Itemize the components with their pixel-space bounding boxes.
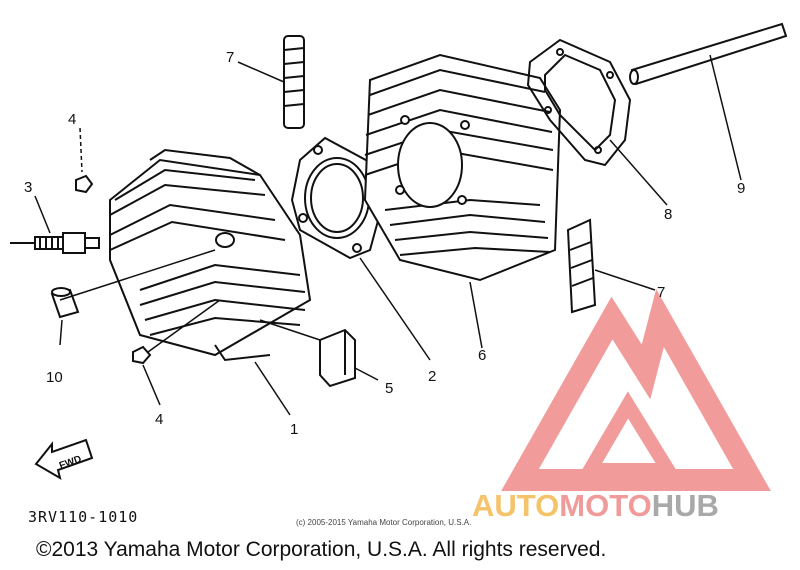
part-label-3: 3 [24,179,32,196]
part-label-1: 1 [290,421,298,438]
cylinder-head [109,148,312,362]
stud-bolt [629,22,788,86]
watermark-logo [501,288,771,491]
part-label-2: 2 [428,368,436,385]
watermark-moto: MOTO [559,488,652,523]
copyright-footer: ©2013 Yamaha Motor Corporation, U.S.A. A… [36,538,607,561]
part-label-8: 8 [664,206,672,223]
part-label-4-upper: 4 [68,111,76,128]
part-label-5: 5 [385,380,393,397]
watermark-auto: AUTO [472,488,560,523]
base-gasket [526,38,632,167]
part-label-4-lower: 4 [155,411,163,428]
part-label-6: 6 [478,347,486,364]
head-gasket [290,136,387,260]
cap-nut [50,287,80,319]
nut-upper [75,174,94,194]
part-label-10: 10 [46,369,63,386]
fwd-arrow-icon: FWD [34,438,94,481]
damper [319,328,356,388]
diagram-code: 3RV110-1010 [28,508,139,526]
watermark-text: AUTOMOTOHUB [472,488,719,524]
small-copyright: (c) 2005-2015 Yamaha Motor Corporation, … [296,518,472,527]
cylinder [363,53,562,282]
leader-lines [34,54,742,416]
spark-plug [10,232,100,254]
damper-strip-lower [566,218,597,314]
watermark-hub: HUB [651,488,719,523]
part-label-9: 9 [737,180,745,197]
nut-lower [132,345,152,365]
damper-strip-upper [283,35,305,129]
part-label-7-upper: 7 [226,49,234,66]
part-label-7-lower: 7 [657,284,665,301]
